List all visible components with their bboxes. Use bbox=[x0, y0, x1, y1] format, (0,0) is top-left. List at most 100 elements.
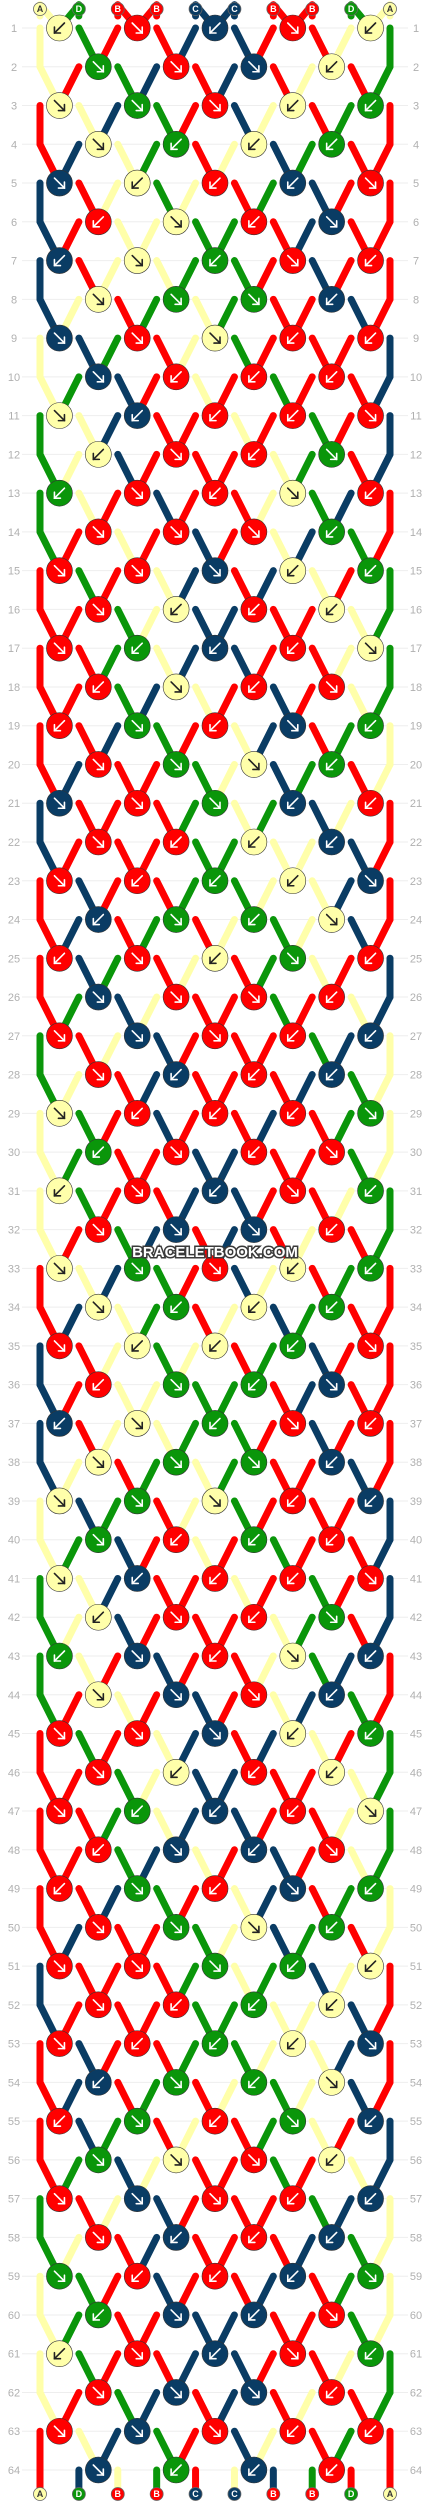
arrow-head bbox=[252, 1692, 260, 1701]
arrow-head bbox=[329, 452, 338, 461]
arrow-shaft bbox=[248, 1378, 260, 1391]
strand-label-bottom-swatch bbox=[305, 2487, 320, 2501]
knot-arrow bbox=[131, 1650, 144, 1662]
arrow-shaft bbox=[92, 1068, 105, 1081]
arrow-head bbox=[209, 1809, 217, 1817]
knot-arrow bbox=[209, 99, 221, 112]
knot-arrow bbox=[364, 1882, 377, 1895]
row-label-right: 24 bbox=[410, 915, 422, 927]
knot-arrow bbox=[92, 448, 105, 461]
row-label-right: 61 bbox=[410, 2349, 422, 2361]
knot-arrow bbox=[364, 2425, 377, 2438]
knot-arrow bbox=[248, 293, 260, 306]
arrow-head bbox=[286, 2041, 295, 2050]
row-label-left: 54 bbox=[8, 2077, 20, 2089]
arrow-head bbox=[96, 2235, 105, 2244]
arrow-shaft bbox=[92, 60, 105, 73]
arrow-shaft bbox=[170, 138, 182, 151]
knot-arrow bbox=[209, 719, 221, 732]
arrow-head bbox=[290, 1654, 299, 1662]
row-label-left: 42 bbox=[8, 1612, 20, 1624]
knot-arrow bbox=[286, 487, 299, 499]
arrow-head bbox=[248, 917, 256, 926]
strand-label-bottom-swatch bbox=[33, 2487, 47, 2501]
arrow-head bbox=[286, 1809, 295, 1817]
arrow-shaft bbox=[92, 2076, 105, 2089]
strand-label-top: B bbox=[309, 4, 316, 14]
arrow-head bbox=[329, 1615, 338, 1624]
row-label-right: 49 bbox=[410, 1884, 422, 1896]
arrow-shaft bbox=[325, 1688, 338, 1701]
strand-label-bottom: D bbox=[76, 2489, 83, 2499]
knot-arrow bbox=[325, 1068, 338, 1081]
arrow-shaft bbox=[209, 177, 221, 189]
row-label-right: 53 bbox=[410, 2039, 422, 2051]
strand-label-bottom-swatch bbox=[383, 2487, 397, 2501]
knot-arrow bbox=[364, 952, 377, 965]
arrow-head bbox=[174, 1460, 182, 1468]
arrow-shaft bbox=[131, 1882, 144, 1895]
arrow-shaft bbox=[170, 1921, 182, 1934]
arrow-head bbox=[96, 1305, 105, 1313]
knot-arrow bbox=[53, 1340, 66, 1352]
arrow-shaft bbox=[248, 1146, 260, 1158]
arrow-head bbox=[248, 1305, 256, 1313]
arrow-head bbox=[135, 1964, 144, 1972]
knot-arrow bbox=[248, 758, 260, 771]
arrow-head bbox=[135, 258, 144, 267]
arrow-head bbox=[174, 2313, 182, 2321]
arrow-head bbox=[174, 452, 182, 461]
arrow-shaft bbox=[325, 1921, 338, 1934]
knot-arrow bbox=[209, 1185, 221, 1197]
arrow-shaft bbox=[92, 991, 105, 1003]
row-label-right: 43 bbox=[410, 1651, 422, 1663]
knot-arrow bbox=[325, 1223, 338, 1236]
row-label-right: 40 bbox=[410, 1535, 422, 1547]
arrow-head bbox=[57, 1266, 66, 1275]
arrow-shaft bbox=[248, 758, 260, 771]
row-label-right: 51 bbox=[410, 1961, 422, 1973]
arrow-shaft bbox=[364, 177, 377, 189]
knot-arrow bbox=[325, 2076, 338, 2089]
knot-arrow bbox=[131, 1185, 144, 1197]
arrow-head bbox=[96, 1925, 105, 1934]
arrow-head bbox=[57, 336, 66, 344]
arrow-head bbox=[174, 530, 182, 538]
row-label-left: 29 bbox=[8, 1108, 20, 1120]
knot-arrow bbox=[325, 681, 338, 693]
knot-arrow bbox=[248, 1146, 260, 1158]
knot-arrow bbox=[248, 1611, 260, 1624]
knot-arrow bbox=[209, 1107, 221, 1120]
knot-arrow bbox=[209, 1727, 221, 1740]
arrow-head bbox=[209, 1111, 217, 1120]
arrow-head bbox=[53, 1654, 62, 1662]
knot-arrow bbox=[364, 2192, 377, 2205]
arrow-shaft bbox=[364, 2425, 377, 2438]
arrow-shaft bbox=[286, 797, 299, 810]
row-label-right: 52 bbox=[410, 2000, 422, 2012]
knot-arrow bbox=[364, 2037, 377, 2050]
knot-arrow bbox=[53, 22, 66, 34]
knot-arrow bbox=[209, 177, 221, 189]
arrow-shaft bbox=[131, 2115, 144, 2127]
knot-arrow bbox=[131, 564, 144, 577]
arrow-shaft bbox=[325, 1844, 338, 1856]
arrow-head bbox=[290, 26, 299, 34]
arrow-shaft bbox=[325, 2464, 338, 2476]
arrow-shaft bbox=[364, 642, 377, 654]
arrow-head bbox=[209, 723, 217, 732]
arrow-shaft bbox=[209, 1340, 221, 1352]
knot-arrow bbox=[92, 1611, 105, 1624]
strand-label-bottom-swatch bbox=[266, 2487, 281, 2501]
knot-arrow bbox=[92, 913, 105, 926]
arrow-shaft bbox=[286, 332, 299, 344]
arrow-shaft bbox=[248, 1921, 260, 1934]
arrow-head bbox=[213, 336, 221, 344]
knot-arrow bbox=[170, 371, 182, 383]
arrow-head bbox=[213, 1266, 221, 1275]
knot-arrow bbox=[92, 2231, 105, 2244]
arrow-shaft bbox=[209, 874, 221, 887]
row-label-left: 18 bbox=[8, 682, 20, 694]
knot-arrow bbox=[92, 681, 105, 693]
knot-arrow bbox=[209, 2037, 221, 2050]
